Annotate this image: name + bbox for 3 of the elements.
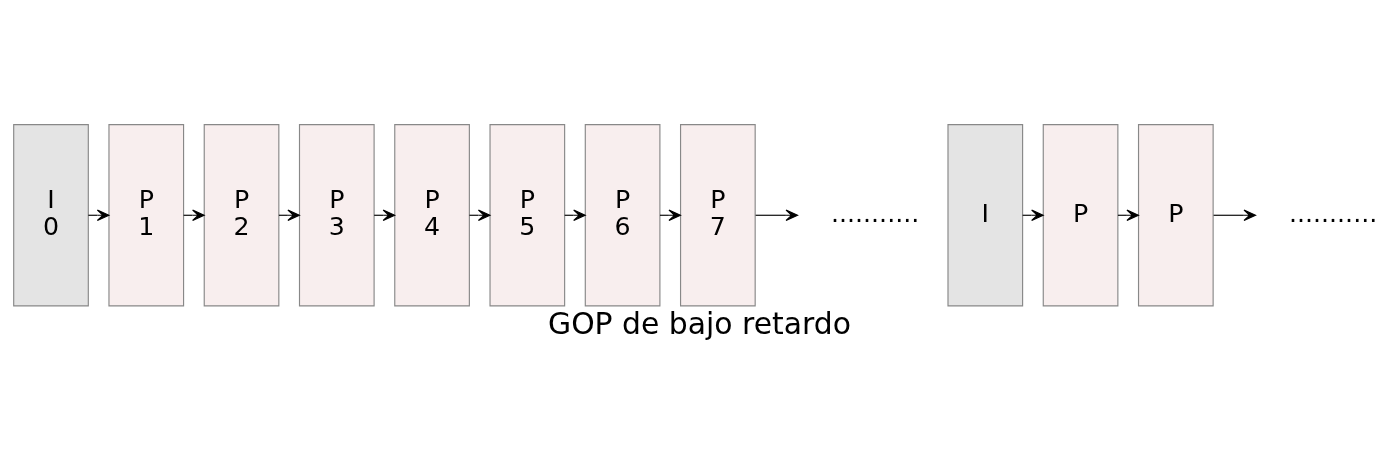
label: ...........: [830, 198, 920, 228]
caption: GOP de bajo retardo: [548, 305, 851, 341]
label: ...........: [1288, 198, 1378, 228]
